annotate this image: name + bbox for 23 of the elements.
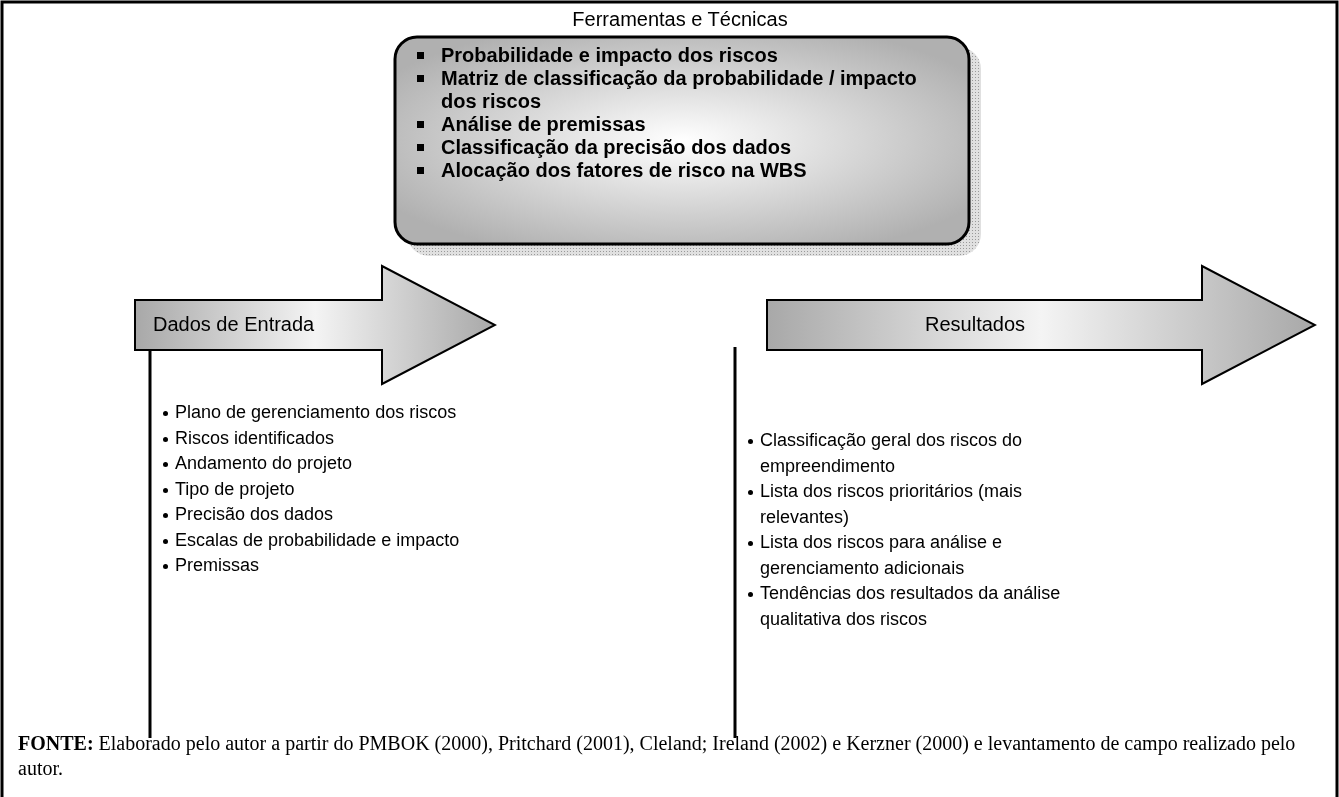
list-item: Alocação dos fatores de risco na WBS [441,159,807,181]
tools-panel [393,8,983,258]
list-item: Lista dos riscos para análise e gerenciamento adicionais [760,532,1003,578]
list-item: Escalas de probabilidade e impacto [175,529,460,550]
arrow-label: Dados de Entrada [153,313,315,336]
list-item: Lista dos riscos prioritários (mais relevantes) [760,481,1023,527]
source-note: FONTE: Elaborado pelo autor a partir do PMBOK (2000), Pritchard (2001), Cleland; Ireland (2002) e Kerzner (2000) e levantamento de campo realizado pelo autor. [18,731,1297,781]
list-item: Matriz de classificação da probabilidade / impacto dos riscos [441,67,917,112]
list-item: Análise de premissas [441,113,646,135]
list-item: Classificação da precisão dos dados [441,136,792,158]
panel-heading: Ferramentas e Técnicas [571,8,789,31]
list-item: Plano de gerenciamento dos riscos [175,402,457,422]
list-item: Precisão dos dados [175,504,334,524]
list-item: Riscos identificados [175,427,335,448]
block-arrow [765,264,1317,386]
list-item: Tipo de projeto [175,478,295,499]
list-item: Classificação geral dos riscos do empreendimento [760,430,1023,476]
block-arrow [133,264,497,386]
arrow-label: Resultados [925,313,1026,336]
list-item: Tendências dos resultados da análise qualitativa dos riscos [760,583,1061,629]
list-item: Premissas [175,555,259,575]
list-item: Probabilidade e impacto dos riscos [441,44,778,66]
list-item: Andamento do projeto [175,453,353,473]
